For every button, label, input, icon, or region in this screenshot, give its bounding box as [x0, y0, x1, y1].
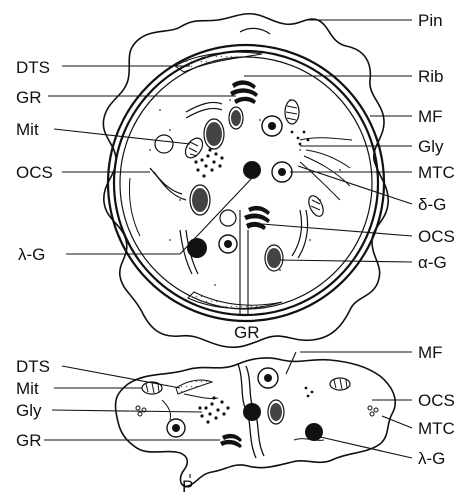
- label-lambda-g-bottom: λ-G: [418, 449, 445, 468]
- lambda-granule: [220, 210, 236, 226]
- label-gly-top: Gly: [418, 137, 444, 156]
- label-mf-bottom: MF: [418, 343, 443, 362]
- lower-platelet: [116, 358, 396, 486]
- label-gr-bottom: GR: [16, 431, 42, 450]
- lower-plasma-membrane: [116, 358, 396, 486]
- label-mit-top: Mit: [16, 120, 39, 139]
- label-alpha-g: α-G: [418, 253, 447, 272]
- label-delta-g: δ-G: [418, 195, 446, 214]
- lower-dense-granule: [243, 403, 261, 421]
- dense-granule: [243, 161, 261, 179]
- label-mit-bottom: Mit: [16, 379, 39, 398]
- label-dts-bottom: DTS: [16, 357, 50, 376]
- label-mtc-bottom: MTC: [418, 419, 455, 438]
- label-gr-bottom-center: GR: [234, 323, 260, 342]
- label-ocs-bottom: OCS: [418, 391, 455, 410]
- label-pin: Pin: [418, 11, 443, 30]
- upper-platelet: [103, 14, 388, 348]
- lower-dense-granule: [305, 423, 323, 441]
- label-p: P: [182, 477, 193, 495]
- upper-plasma-membrane: [103, 14, 388, 348]
- label-lambda-g-top: λ-G: [18, 245, 45, 264]
- label-mf-top: MF: [418, 107, 443, 126]
- lambda-granule: [155, 135, 173, 153]
- label-mtc-top: MTC: [418, 163, 455, 182]
- dense-granule: [187, 238, 207, 258]
- label-gly-bottom: Gly: [16, 401, 42, 420]
- label-gr-top: GR: [16, 88, 42, 107]
- label-ocs-right: OCS: [418, 227, 455, 246]
- label-ocs-left: OCS: [16, 163, 53, 182]
- label-rib: Rib: [418, 67, 444, 86]
- label-dts-top: DTS: [16, 58, 50, 77]
